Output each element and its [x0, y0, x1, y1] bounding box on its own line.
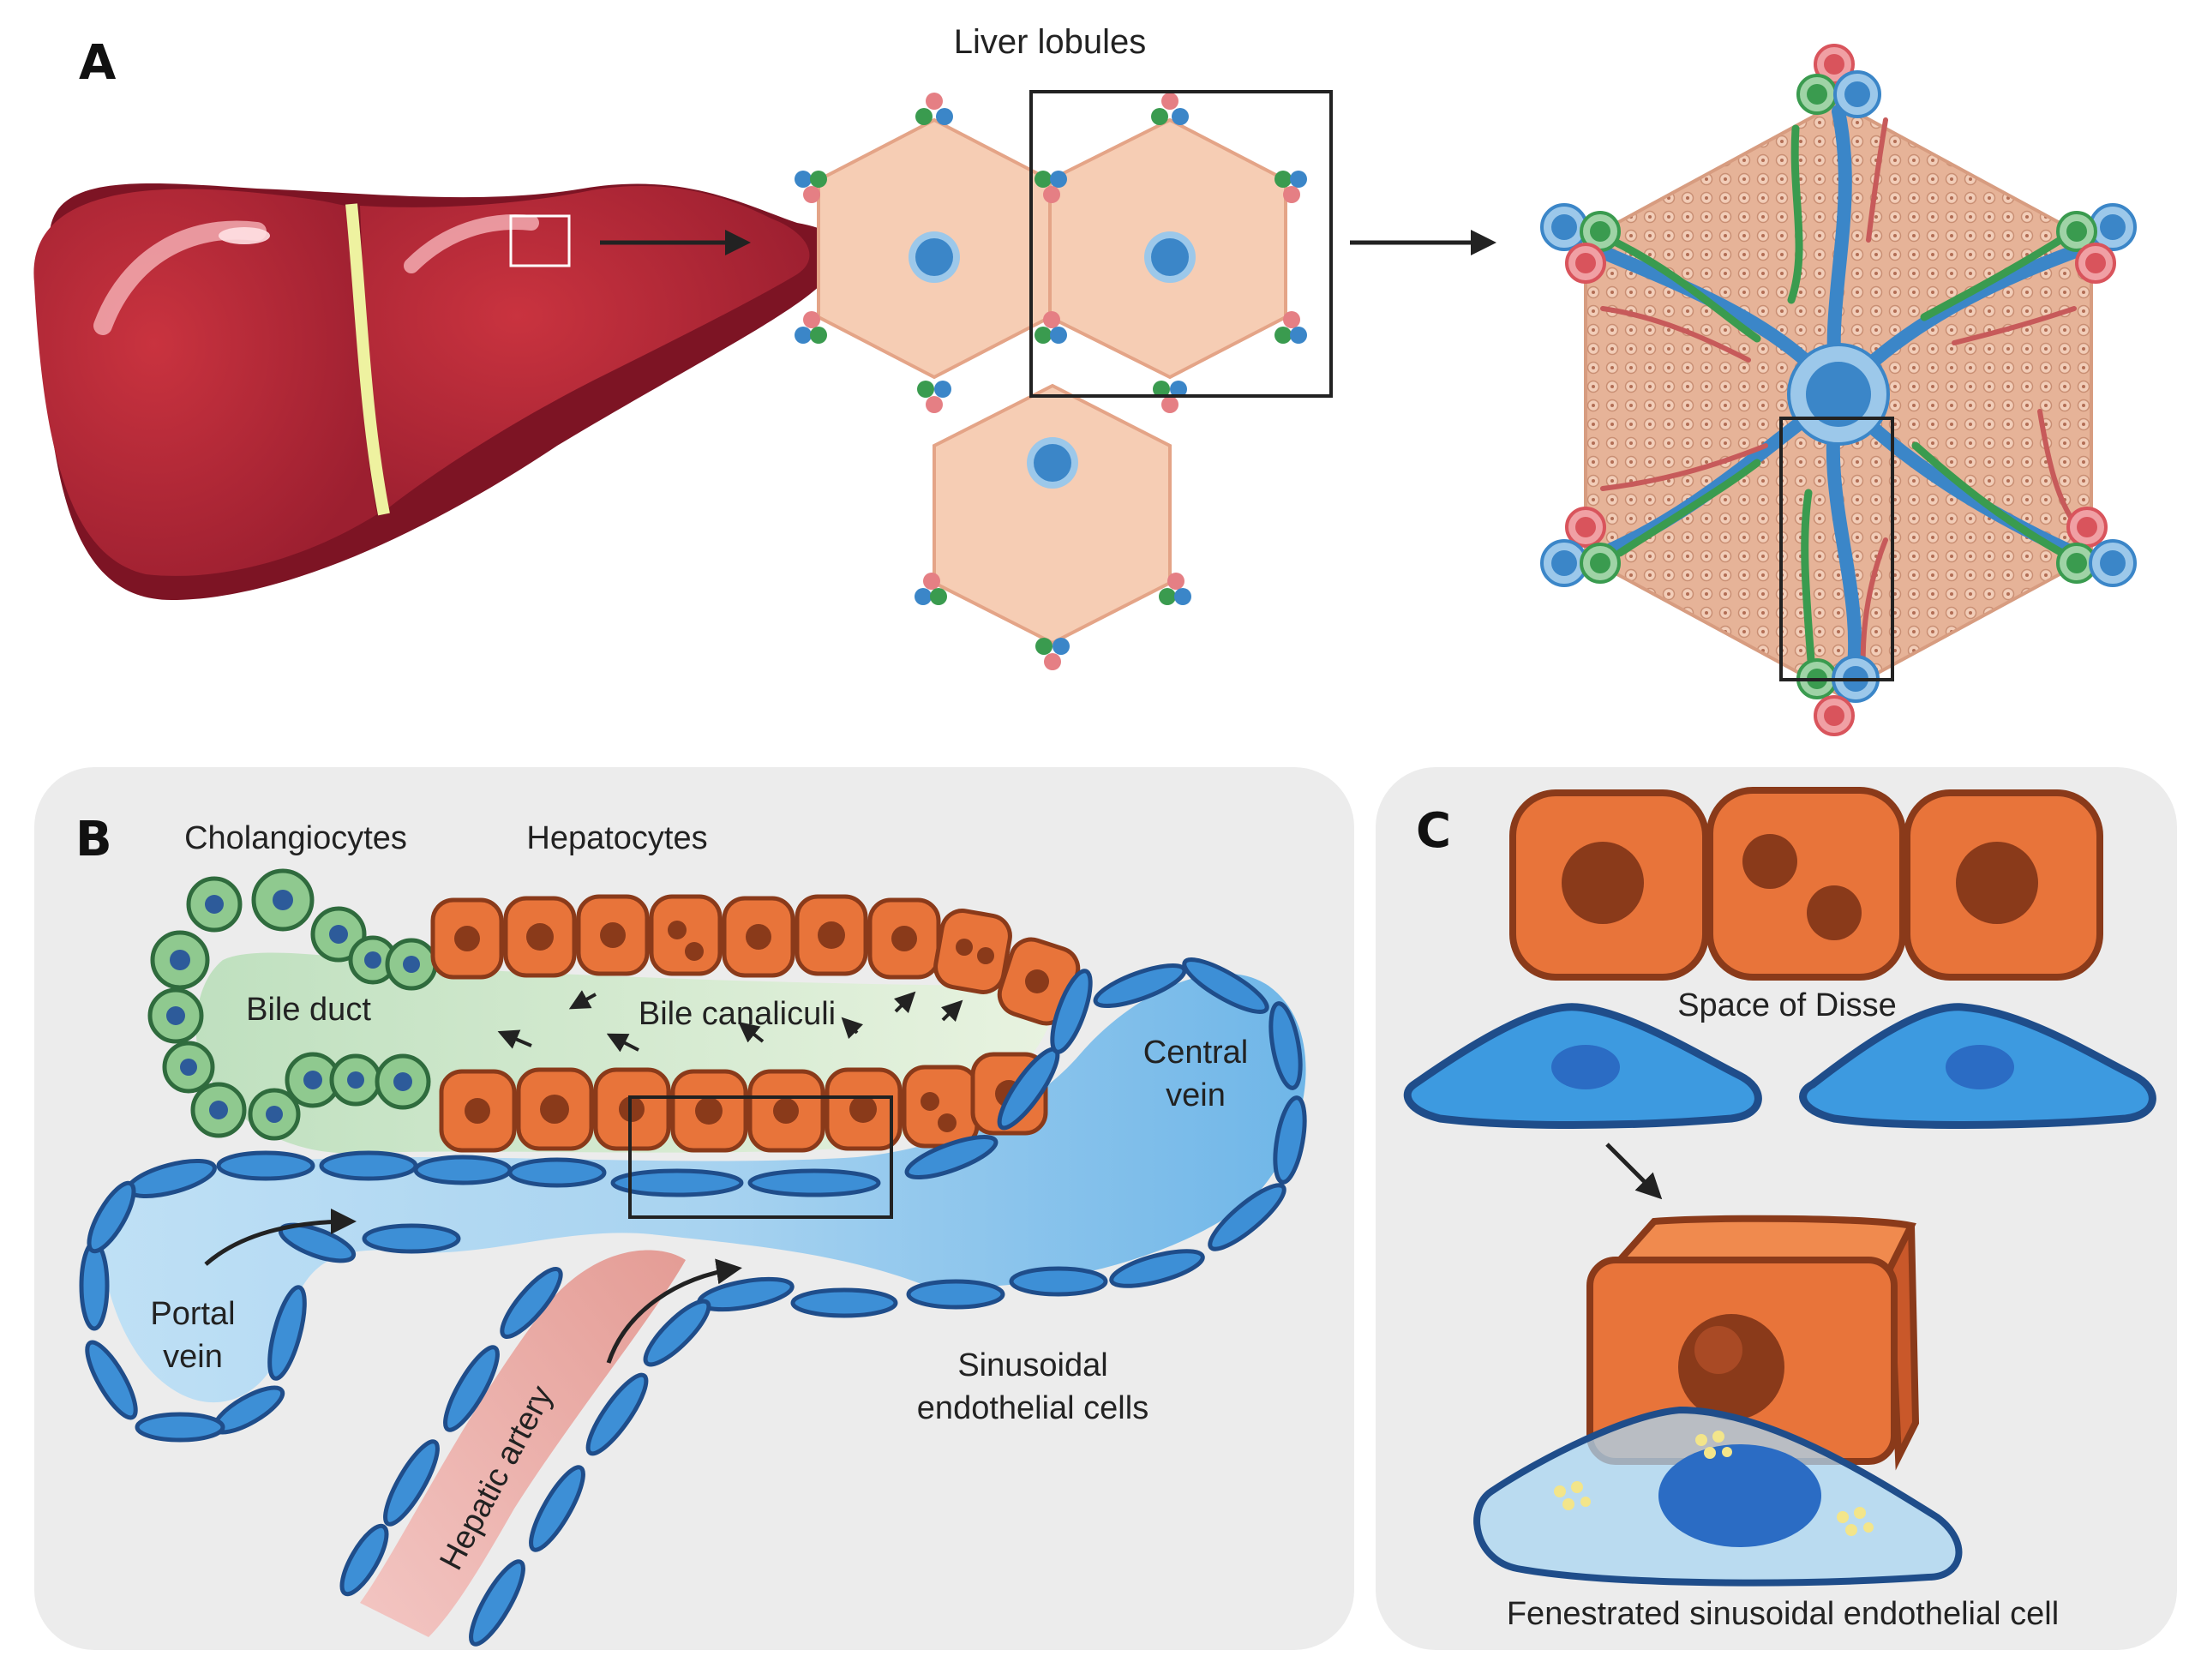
cholangiocytes-label: Cholangiocytes — [184, 820, 407, 856]
bile-flow-arrows — [497, 990, 963, 1053]
liver-zoom-box — [509, 214, 571, 267]
detailed-lobule — [1540, 44, 2137, 736]
artery-flow-arrow — [606, 1258, 742, 1364]
central-vein-label-1: Central — [1143, 1035, 1249, 1071]
hepatocytes-label: Hepatocytes — [526, 820, 707, 856]
central-vein-label-2: vein — [1166, 1077, 1226, 1113]
panel-c-endothelial-cells — [1403, 1003, 2156, 1129]
liver-lobules-title: Liver lobules — [954, 23, 1147, 61]
panel-b-zoom-box — [628, 1095, 893, 1219]
panel-letter-b: B — [75, 812, 112, 867]
panel-c-background — [1376, 767, 2177, 1650]
panel-c-hepatocytes — [1509, 787, 2103, 981]
panel-a: A Liver lobules — [33, 23, 2137, 736]
fenestrae — [1554, 1431, 1874, 1536]
fenestrated-label: Fenestrated sinusoidal endothelial cell — [1507, 1596, 2059, 1632]
sinusoidal-label-2: endothelial cells — [917, 1390, 1148, 1426]
panel-letter-a: A — [79, 35, 117, 91]
detail-portal-triads — [1540, 44, 2137, 736]
portal-triad-icons — [795, 93, 1307, 670]
bile-duct-label: Bile duct — [246, 992, 371, 1028]
panel-c: C Space of Disse — [1376, 767, 2177, 1650]
portal-flow-arrow — [204, 1209, 357, 1266]
detail-zoom-box — [1779, 417, 1894, 681]
sinusoidal-label-1: Sinusoidal — [957, 1347, 1107, 1383]
liver-illustration — [33, 183, 843, 600]
portal-vein-label-1: Portal — [150, 1296, 235, 1332]
hepatic-artery-lumen — [360, 1250, 686, 1637]
central-vein-icons — [909, 231, 1196, 489]
hepatocyte-row-top — [430, 894, 1081, 1026]
space-of-disse-label: Space of Disse — [1677, 987, 1897, 1023]
portal-vein-label-2: vein — [163, 1339, 223, 1375]
panel-c-arrow — [1605, 1143, 1663, 1200]
panel-b: B Cholangiocytes Hepatocytes — [34, 767, 1354, 1650]
cholangiocyte-cells — [147, 868, 438, 1141]
fenestrated-endothelial-cell — [1473, 1406, 1963, 1587]
lobule-zoom-box — [1029, 90, 1333, 398]
panel-letter-c: C — [1416, 803, 1451, 859]
bile-canaliculi-label: Bile canaliculi — [639, 996, 836, 1032]
